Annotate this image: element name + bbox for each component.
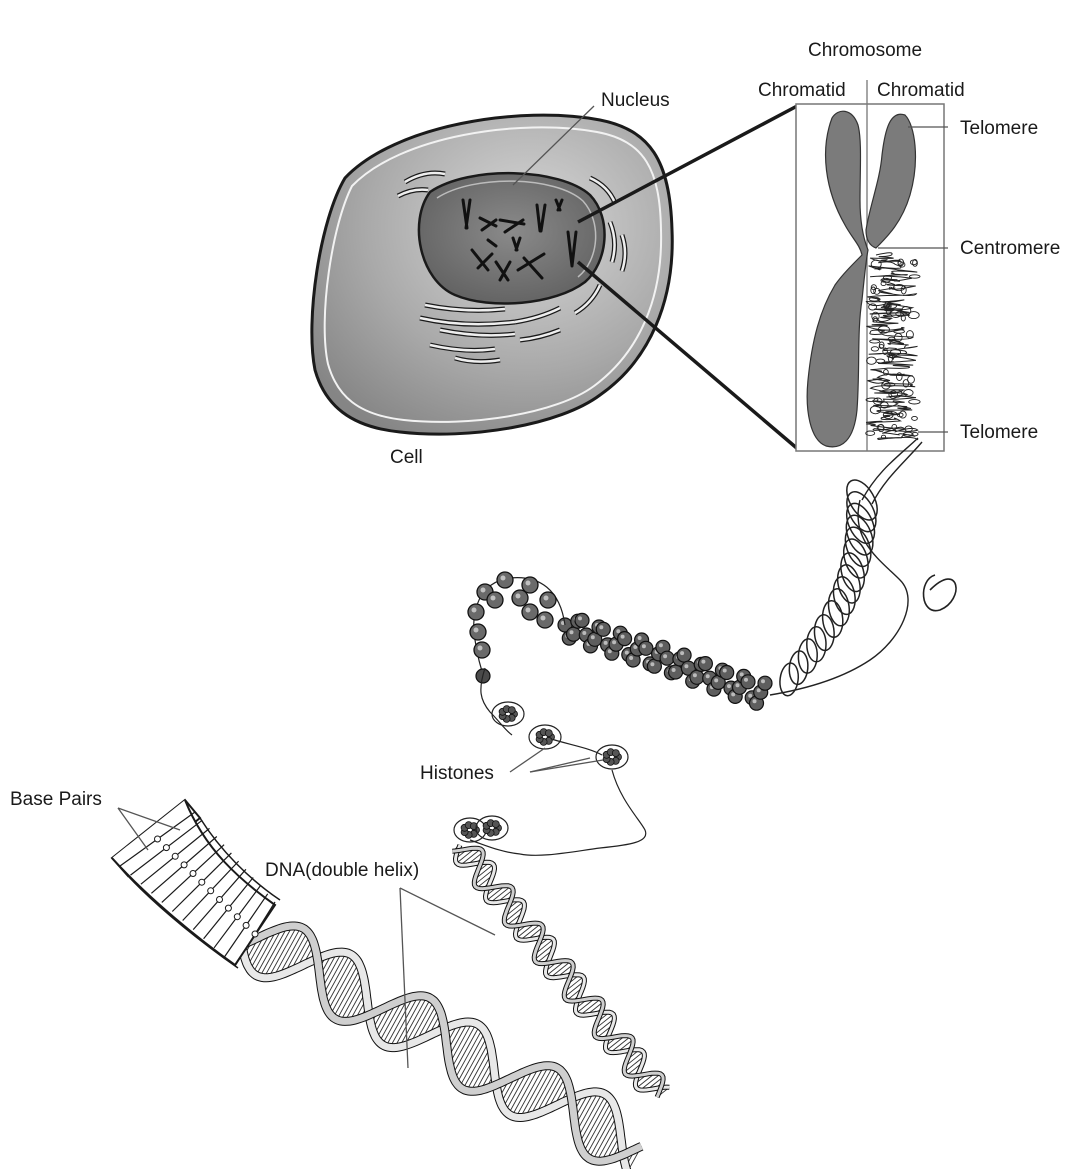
histones-leaders [509,747,604,773]
nucleus-leader [512,105,595,186]
base-pairs-label: Base Pairs [10,789,102,810]
dna-double-helix-large [227,921,644,1169]
telomere-top-label: Telomere [960,118,1038,139]
histone-clusters [453,701,629,843]
base-pairs-leaders [117,807,181,851]
chromosome-label: Chromosome [808,40,922,61]
telomere-bottom-label: Telomere [960,422,1038,443]
chromatin-fiber [769,437,957,697]
beads-on-string [467,571,566,684]
chromatid-left-shape [806,110,869,448]
zoom-lines [576,103,801,452]
nuclear-chromosomes [461,198,578,282]
histones-label: Histones [420,763,494,784]
dna-double-helix-small [452,844,670,1099]
dna-leaders [399,887,496,1069]
chromosome-panel [795,80,945,452]
coiled-chromatin [865,252,921,441]
base-pair-segment [110,798,281,969]
cell-label: Cell [390,447,423,468]
chromatid-left-label: Chromatid [758,80,846,101]
nucleus-label: Nucleus [601,90,670,111]
endoplasmic-reticulum [396,170,628,365]
centromere-label: Centromere [960,238,1060,259]
chromatid-right-shape [865,113,917,249]
dna-label: DNA(double helix) [265,860,419,881]
cell [310,113,674,436]
solenoid-fiber [557,612,773,711]
chromatid-right-label: Chromatid [877,80,965,101]
